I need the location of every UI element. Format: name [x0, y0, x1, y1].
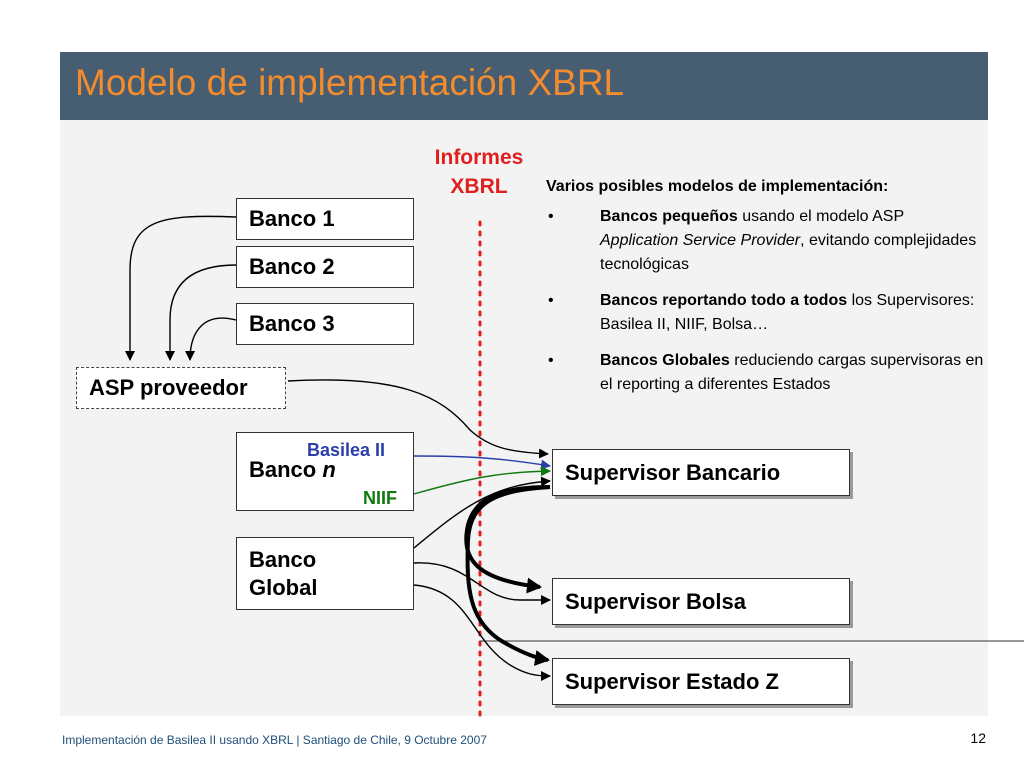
banco-n-variable: n	[322, 457, 336, 482]
bullet-1-bold: Bancos pequeños	[600, 208, 738, 225]
arrow-global-bolsa	[413, 562, 551, 605]
arrow-basilea	[413, 455, 551, 470]
banco-n-box: Banco n	[236, 432, 414, 511]
footer-text: Implementación de Basilea II usando XBRL…	[62, 733, 487, 747]
info-heading: Varios posibles modelos de implementació…	[546, 178, 889, 195]
banco-global-box: Banco Global	[236, 537, 414, 610]
arrow-global-estado	[413, 584, 551, 681]
list-item: • Bancos reportando todo a todos los Sup…	[546, 289, 986, 337]
supervisor-bancario-label: Supervisor Bancario	[565, 459, 781, 485]
bullet-marker: •	[548, 352, 554, 369]
supervisor-bolsa-box: Supervisor Bolsa	[552, 578, 850, 625]
asp-proveedor-box: ASP proveedor	[76, 367, 286, 409]
banco-global-line1: Banco	[249, 547, 317, 572]
arrow-asp-supervisor	[287, 379, 549, 459]
asp-proveedor-label: ASP proveedor	[89, 375, 248, 400]
arrow-banco3-asp	[185, 317, 237, 361]
banco-global-line2: Global	[249, 575, 318, 600]
page-number: 12	[970, 730, 986, 746]
arrow-banco2-asp	[165, 264, 237, 361]
slide-title: Modelo de implementación XBRL	[75, 62, 625, 103]
bullet-3-bold: Bancos Globales	[600, 352, 730, 369]
supervisor-bancario-box: Supervisor Bancario	[552, 449, 850, 496]
arrow-banco1-asp	[125, 215, 237, 361]
niif-tag: NIIF	[363, 488, 397, 508]
title-bar	[60, 52, 988, 120]
banco-2-box: Banco 2	[236, 246, 414, 288]
banco-3-label: Banco 3	[249, 311, 335, 336]
banco-2-label: Banco 2	[249, 254, 335, 279]
banco-1-box: Banco 1	[236, 198, 414, 240]
list-item: • Bancos pequeños usando el modelo ASP A…	[546, 205, 986, 277]
basilea-tag: Basilea II	[307, 440, 386, 460]
bullet-2-bold: Bancos reportando todo a todos	[600, 292, 848, 309]
arrow-niif	[413, 466, 551, 495]
list-item: • Bancos Globales reduciendo cargas supe…	[546, 349, 986, 397]
supervisor-bolsa-label: Supervisor Bolsa	[565, 588, 746, 614]
banco-3-box: Banco 3	[236, 303, 414, 345]
supervisor-estado-z-box: Supervisor Estado Z	[552, 658, 850, 705]
bullet-marker: •	[548, 292, 554, 309]
info-panel: Varios posibles modelos de implementació…	[546, 175, 986, 409]
banco-n-label: Banco n	[249, 457, 336, 482]
supervisor-estado-z-label: Supervisor Estado Z	[565, 668, 779, 694]
bullet-marker: •	[548, 208, 554, 225]
arrow-global-bancario	[413, 476, 551, 549]
bullet-1-italic: Application Service Provider	[600, 232, 801, 249]
thick-arrow-estado	[465, 485, 551, 666]
banco-1-label: Banco 1	[249, 206, 335, 231]
